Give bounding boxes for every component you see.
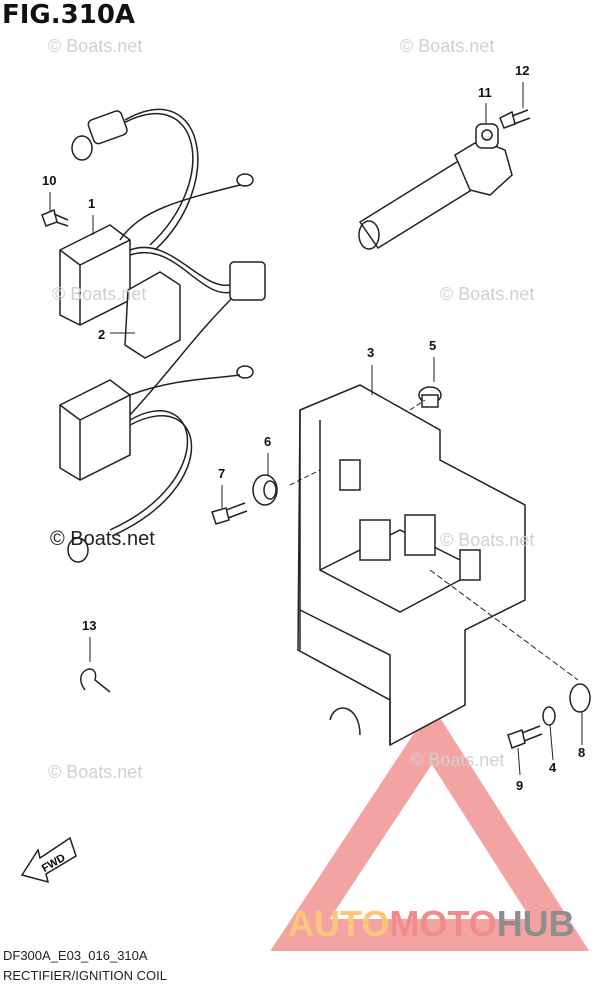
plug-lower: [67, 537, 89, 563]
gasket: [124, 271, 181, 359]
watermark: © Boats.net: [50, 528, 155, 550]
brand-triangle-logo: [270, 705, 590, 951]
bracket: [297, 384, 526, 747]
clip-13: [80, 668, 111, 693]
brand-hub: HUB: [496, 903, 575, 944]
diagram-description: RECTIFIER/IGNITION COIL: [3, 968, 167, 983]
watermark: © Boats.net: [48, 762, 143, 782]
brand-auto: AUTO: [288, 903, 390, 944]
grommet-6: [252, 474, 278, 506]
ring-terminal: [236, 173, 254, 187]
watermark: © Boats.net: [48, 36, 143, 56]
callout-8: 8: [578, 745, 586, 760]
callout-12: 12: [515, 63, 530, 78]
callout-2: 2: [98, 327, 106, 342]
rectifier-lower: [59, 379, 131, 481]
connector: [229, 261, 266, 301]
diagram-code: DF300A_E03_016_310A: [3, 948, 148, 963]
brand-moto: MOTO: [389, 903, 497, 944]
forward-arrow: FWD: [20, 836, 77, 884]
grommet-5: [418, 386, 442, 408]
callout-10: 10: [42, 173, 57, 188]
watermark: © Boats.net: [52, 284, 147, 304]
bolt-9: [507, 725, 543, 749]
rectifier-upper: [59, 224, 131, 326]
callout-7: 7: [218, 466, 226, 481]
callout-3: 3: [367, 345, 375, 360]
bolt-12: [499, 109, 531, 129]
callout-9: 9: [516, 778, 524, 793]
callout-1: 1: [88, 196, 96, 211]
watermark: © Boats.net: [440, 530, 535, 550]
ring-terminal: [236, 365, 254, 379]
callout-6: 6: [264, 434, 272, 449]
wiring-harness: [109, 108, 241, 537]
bolt-7: [211, 502, 248, 525]
watermark: © Boats.net: [440, 284, 535, 304]
ignition-coil: [358, 123, 513, 250]
leader-lines: [49, 82, 583, 776]
figure-title: FIG.310A: [2, 0, 136, 30]
grommet-8: [569, 683, 591, 713]
watermark: © Boats.net: [410, 750, 505, 770]
watermark: © Boats.net: [400, 36, 495, 56]
brand-logo: AUTOMOTOHUB: [288, 904, 575, 944]
bolt-10: [41, 208, 69, 227]
callout-4: 4: [549, 760, 557, 775]
washer-4: [542, 706, 556, 726]
plug-upper: [71, 110, 128, 161]
callout-13: 13: [82, 618, 97, 633]
callout-5: 5: [429, 338, 437, 353]
callout-11: 11: [478, 85, 492, 100]
